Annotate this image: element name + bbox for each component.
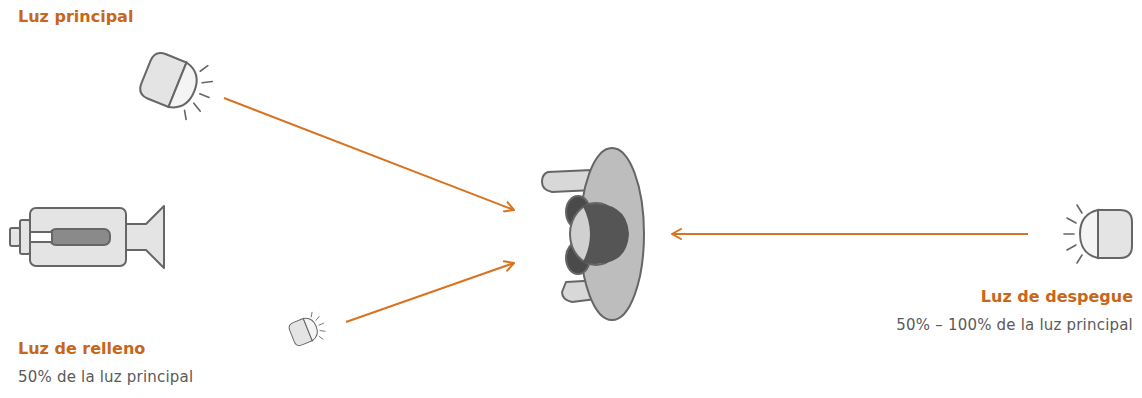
back-lamp <box>1064 205 1132 263</box>
light-intensity: 50% de la luz principal <box>18 366 193 388</box>
camera-icon <box>10 206 164 268</box>
key-beam <box>224 98 514 210</box>
key-lamp <box>135 45 220 124</box>
light-intensity: 50% – 100% de la luz principal <box>896 314 1133 336</box>
fill-beam <box>346 263 514 322</box>
fill-light-label: Luz de relleno 50% de la luz principal <box>18 338 193 388</box>
back-light-label: Luz de despegue 50% – 100% de la luz prin… <box>896 286 1133 336</box>
subject-figure <box>542 148 644 320</box>
light-name: Luz de despegue <box>896 286 1133 308</box>
fill-lamp <box>287 310 329 350</box>
light-name: Luz de relleno <box>18 338 193 360</box>
light-name: Luz principal <box>18 6 133 28</box>
light-beams <box>224 98 1028 322</box>
back-beam <box>672 233 1028 235</box>
key-light-label: Luz principal <box>18 6 133 28</box>
